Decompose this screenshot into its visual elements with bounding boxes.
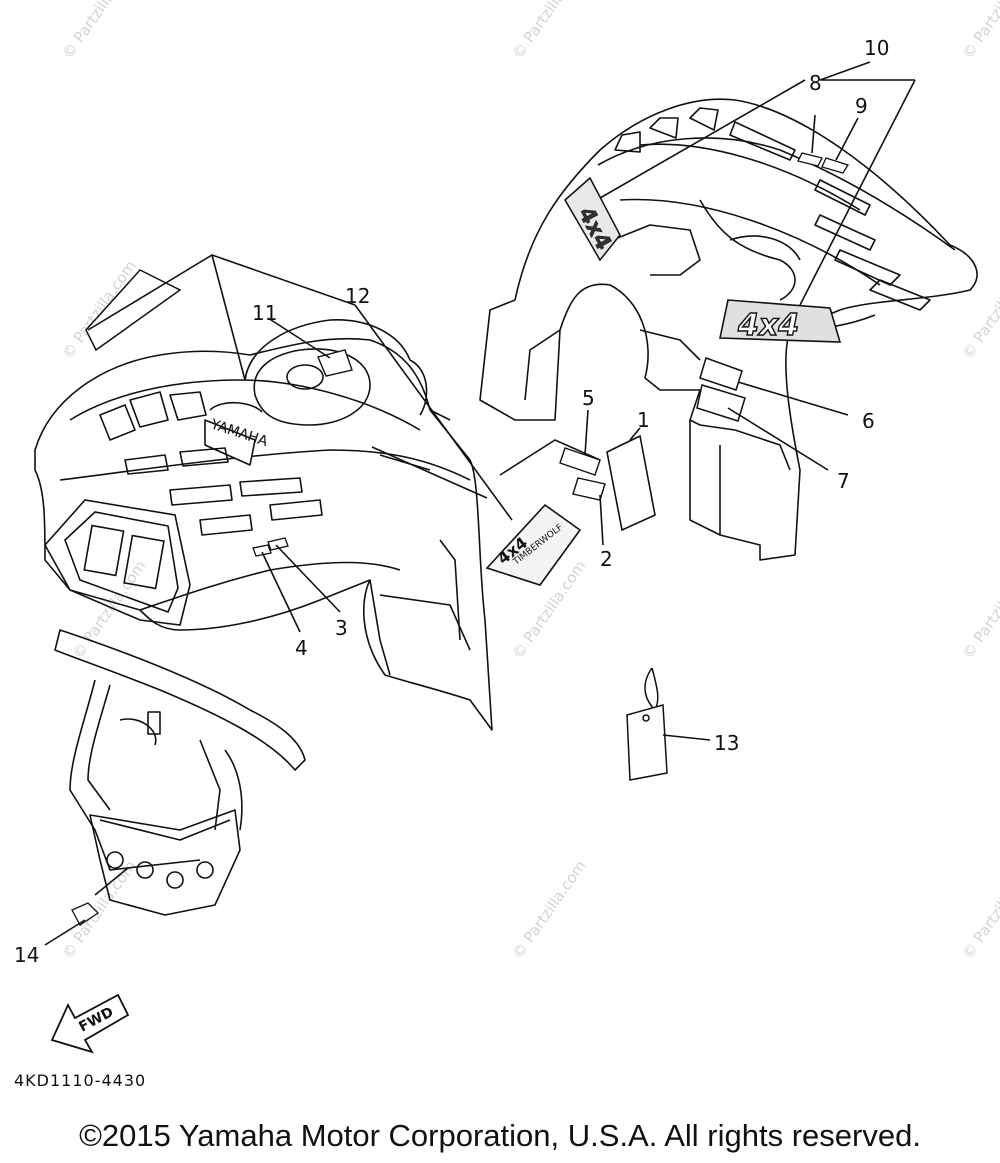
label-6-decal [699, 357, 743, 391]
callout-10: 10 [864, 36, 889, 60]
callout-4: 4 [295, 636, 308, 660]
rear-left-4x4-decal: 4x4 [564, 176, 621, 262]
front-guard [54, 629, 306, 916]
label-4-decal [252, 544, 272, 557]
callout-5: 5 [582, 386, 595, 410]
callout-9: 9 [855, 94, 868, 118]
label-5-decal [559, 447, 601, 476]
watermark: © Partzilla.com [509, 0, 590, 62]
watermark: © Partzilla.com [959, 0, 1000, 62]
watermark: © Partzilla.com [959, 857, 1000, 962]
callout-3: 3 [335, 616, 348, 640]
leader-lines [44, 61, 916, 946]
copyright-notice: ©2015 Yamaha Motor Corporation, U.S.A. A… [79, 1118, 921, 1153]
watermark: © Partzilla.com [959, 557, 1000, 662]
hang-tag [626, 667, 668, 781]
rear-fender [479, 98, 978, 561]
callout-8: 8 [809, 71, 822, 95]
callout-numbers: 1 2 3 4 5 6 7 8 9 10 11 12 13 14 [14, 36, 889, 967]
callout-7: 7 [837, 469, 850, 493]
watermark: © Partzilla.com [959, 257, 1000, 362]
parts-diagram: © Partzilla.com © Partzilla.com © Partzi… [14, 0, 1000, 1054]
label-8-decal [797, 152, 823, 167]
label-9-decal [821, 157, 849, 174]
label-3-decal [267, 537, 289, 551]
callout-11: 11 [252, 301, 277, 325]
watermarks: © Partzilla.com © Partzilla.com © Partzi… [59, 0, 1000, 962]
rear-4x4-decal: 4x4 [719, 299, 842, 344]
diagram-code: 4KD1110-4430 [14, 1071, 147, 1090]
watermark: © Partzilla.com [509, 857, 590, 962]
front-4x4-small-decal [71, 902, 100, 926]
fwd-arrow: FWD [50, 993, 130, 1054]
callout-6: 6 [862, 409, 875, 433]
large-triangle-decal [85, 269, 182, 352]
diagram-canvas: © Partzilla.com © Partzilla.com © Partzi… [14, 0, 1000, 1054]
callout-2: 2 [600, 547, 613, 571]
callout-1: 1 [637, 408, 650, 432]
watermark: © Partzilla.com [59, 857, 140, 962]
headlight-assembly [44, 499, 191, 626]
callout-13: 13 [714, 731, 739, 755]
watermark: © Partzilla.com [59, 0, 140, 62]
front-fender [34, 319, 493, 731]
timberwolf-decal-shape [485, 503, 582, 586]
label-7-decal [696, 384, 746, 422]
callout-14: 14 [14, 943, 39, 967]
rear-4x4-decal-text: 4x4 [737, 308, 799, 343]
label-1-decal [606, 434, 656, 532]
callout-12: 12 [345, 284, 370, 308]
